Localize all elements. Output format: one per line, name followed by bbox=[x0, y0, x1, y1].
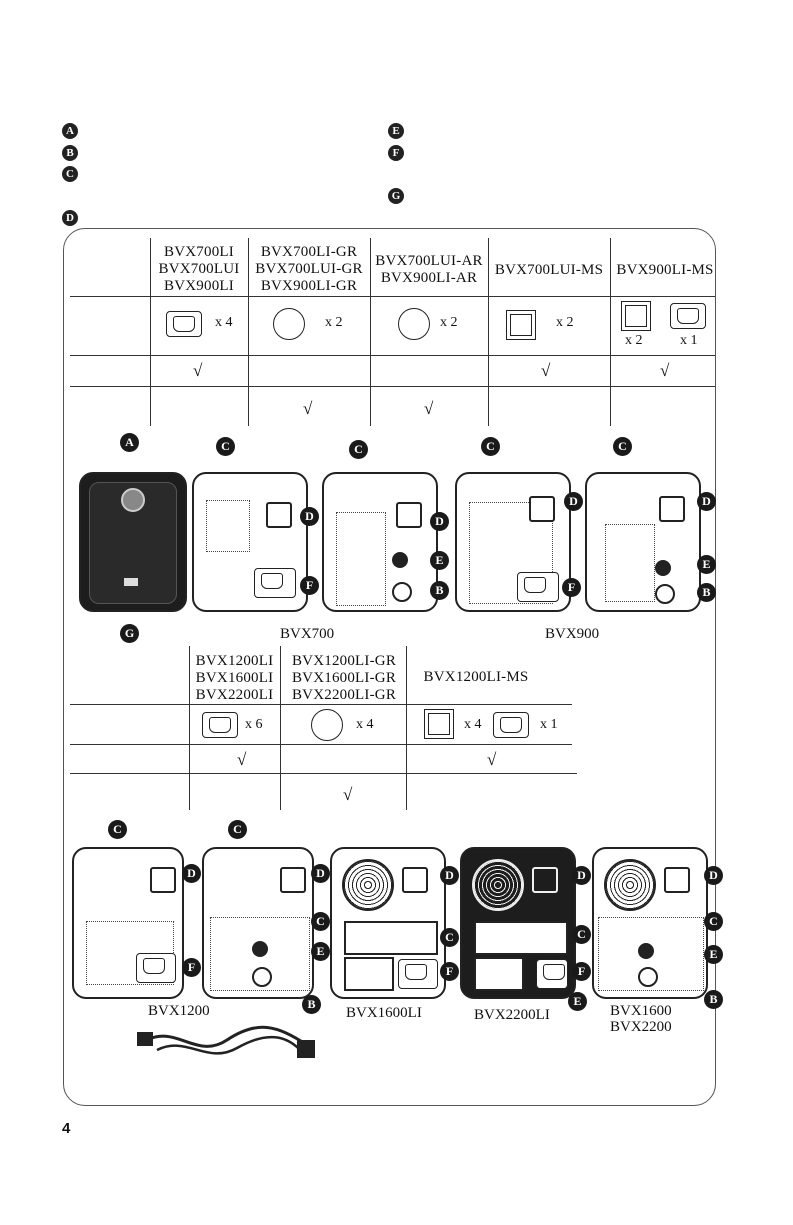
legend-marker-f: F bbox=[388, 145, 404, 161]
universal-outlet-icon bbox=[506, 310, 536, 340]
t2-outlet-count-3: x 4 bbox=[464, 717, 482, 732]
iec-outlet-icon bbox=[670, 303, 706, 329]
ups-rear-view bbox=[192, 472, 308, 612]
callout-d: D bbox=[182, 864, 201, 883]
callout-c: C bbox=[349, 440, 368, 459]
callout-e: E bbox=[568, 992, 587, 1011]
callout-b: B bbox=[697, 583, 716, 602]
legend-marker-a: A bbox=[62, 123, 78, 139]
legend-marker-e: E bbox=[388, 123, 404, 139]
callout-d: D bbox=[300, 507, 319, 526]
callout-a: A bbox=[120, 433, 139, 452]
t1-header-col5: BVX900LI-MS bbox=[616, 262, 714, 278]
ups-rear-view bbox=[330, 847, 446, 999]
t2-outlet-count-4: x 1 bbox=[540, 717, 558, 732]
caption-bvx1600: BVX1600 bbox=[610, 1003, 672, 1019]
ups-rear-view bbox=[592, 847, 708, 999]
schuko-outlet-icon bbox=[311, 709, 343, 741]
caption-bvx2200: BVX2200 bbox=[610, 1019, 672, 1035]
callout-d: D bbox=[440, 866, 459, 885]
callout-f: F bbox=[440, 962, 459, 981]
caption-bvx1600li: BVX1600LI bbox=[346, 1005, 422, 1021]
callout-e: E bbox=[311, 942, 330, 961]
callout-d: D bbox=[572, 866, 591, 885]
t2-check: √ bbox=[487, 750, 497, 769]
t2-check: √ bbox=[237, 750, 247, 769]
t1-outlet-count-6: x 1 bbox=[680, 333, 698, 348]
page-number: 4 bbox=[62, 1120, 71, 1137]
t1-outlet-count-1: x 4 bbox=[215, 315, 233, 330]
t1-outlet-count-3: x 2 bbox=[440, 315, 458, 330]
iec-outlet-icon bbox=[202, 712, 238, 738]
t1-check: √ bbox=[193, 361, 203, 380]
callout-c: C bbox=[108, 820, 127, 839]
t2-header-col3: BVX1200LI-MS bbox=[423, 669, 529, 685]
callout-c: C bbox=[704, 912, 723, 931]
content-panel bbox=[63, 228, 716, 1106]
power-cord-illustration bbox=[137, 1025, 315, 1058]
callout-c: C bbox=[228, 820, 247, 839]
callout-c: C bbox=[440, 928, 459, 947]
t1-check: √ bbox=[303, 399, 313, 418]
universal-outlet-icon bbox=[424, 709, 454, 739]
callout-d: D bbox=[564, 492, 583, 511]
callout-b: B bbox=[302, 995, 321, 1014]
iec-outlet-icon bbox=[166, 311, 202, 337]
t1-outlet-count-5: x 2 bbox=[625, 333, 643, 348]
iec-outlet-icon bbox=[493, 712, 529, 738]
caption-bvx2200li: BVX2200LI bbox=[474, 1007, 550, 1023]
t1-header-col4: BVX700LUI-MS bbox=[494, 262, 604, 278]
ups-rear-view bbox=[322, 472, 438, 612]
t1-check: √ bbox=[424, 399, 434, 418]
caption-bvx700: BVX700 bbox=[280, 626, 335, 642]
callout-f: F bbox=[572, 962, 591, 981]
caption-bvx1200: BVX1200 bbox=[148, 1003, 210, 1019]
ups-rear-view bbox=[72, 847, 184, 999]
callout-f: F bbox=[562, 578, 581, 597]
callout-e: E bbox=[697, 555, 716, 574]
callout-g: G bbox=[120, 624, 139, 643]
callout-f: F bbox=[182, 958, 201, 977]
callout-d: D bbox=[311, 864, 330, 883]
legend-marker-g: G bbox=[388, 188, 404, 204]
callout-c: C bbox=[613, 437, 632, 456]
legend-marker-c: C bbox=[62, 166, 78, 182]
t1-check: √ bbox=[541, 361, 551, 380]
callout-d: D bbox=[697, 492, 716, 511]
callout-c: C bbox=[481, 437, 500, 456]
t1-check: √ bbox=[660, 361, 670, 380]
schuko-outlet-icon bbox=[273, 308, 305, 340]
ups-rear-view bbox=[202, 847, 314, 999]
t2-outlet-count-2: x 4 bbox=[356, 717, 374, 732]
callout-d: D bbox=[704, 866, 723, 885]
callout-d: D bbox=[430, 512, 449, 531]
t2-outlet-count-1: x 6 bbox=[245, 717, 263, 732]
ups-rear-view bbox=[460, 847, 576, 999]
callout-f: F bbox=[300, 576, 319, 595]
ups-rear-view bbox=[585, 472, 701, 612]
ups-front-view bbox=[79, 472, 187, 612]
callout-c: C bbox=[311, 912, 330, 931]
ar-outlet-icon bbox=[398, 308, 430, 340]
universal-outlet-icon bbox=[621, 301, 651, 331]
callout-e: E bbox=[704, 945, 723, 964]
t1-outlet-count-4: x 2 bbox=[556, 315, 574, 330]
caption-bvx900: BVX900 bbox=[545, 626, 600, 642]
callout-b: B bbox=[704, 990, 723, 1009]
legend-marker-d: D bbox=[62, 210, 78, 226]
callout-b: B bbox=[430, 581, 449, 600]
legend-marker-b: B bbox=[62, 145, 78, 161]
callout-c: C bbox=[216, 437, 235, 456]
ups-rear-view bbox=[455, 472, 571, 612]
callout-c: C bbox=[572, 925, 591, 944]
t1-outlet-count-2: x 2 bbox=[325, 315, 343, 330]
t2-check: √ bbox=[343, 785, 353, 804]
callout-e: E bbox=[430, 551, 449, 570]
